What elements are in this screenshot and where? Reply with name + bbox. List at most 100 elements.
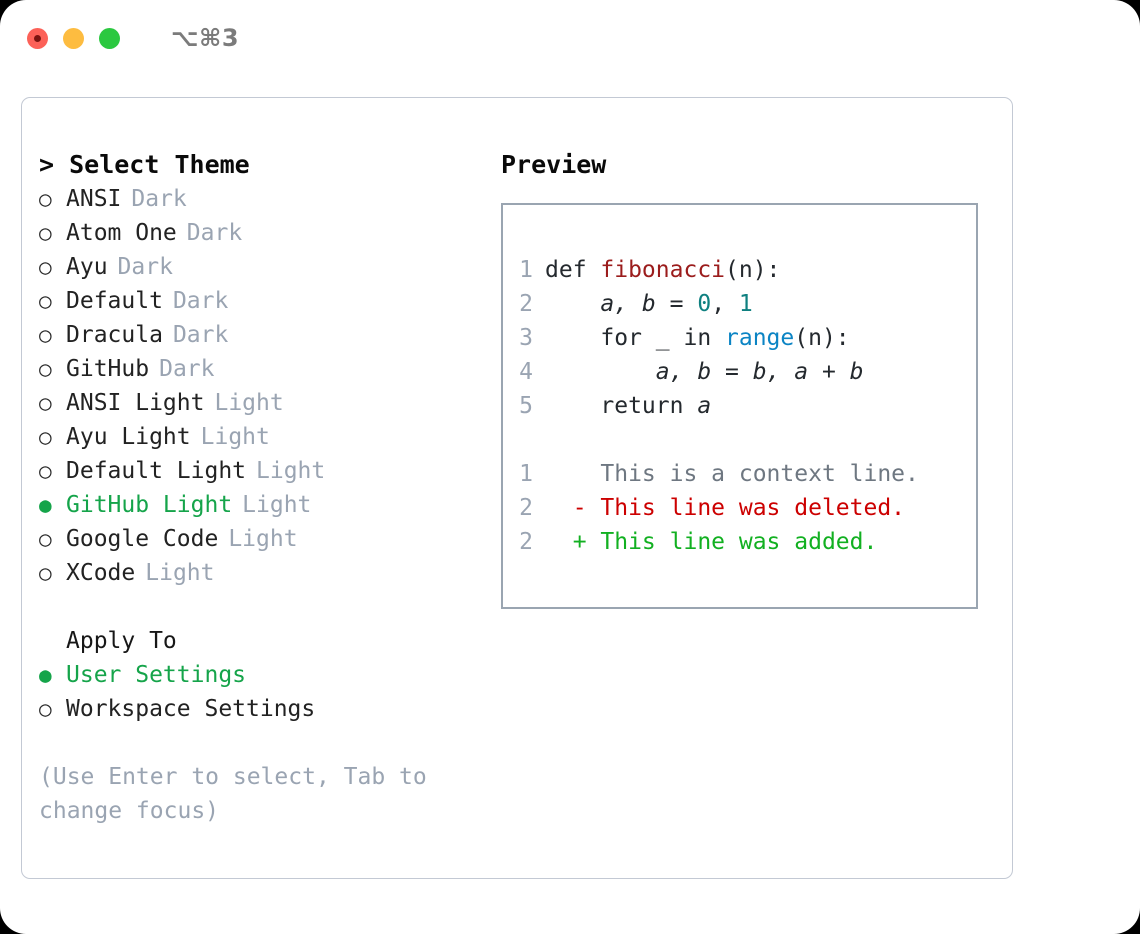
title-bar: ⌥⌘3 [0, 0, 1140, 76]
radio-unselected-icon: ○ [39, 561, 52, 585]
theme-option-label: GitHub [66, 356, 150, 382]
section-spacer [39, 590, 469, 624]
diff-line-number: 2 [519, 495, 533, 521]
radio-unselected-icon: ○ [39, 221, 52, 245]
code-token-call: range [725, 325, 795, 351]
radio-unselected-icon: ○ [39, 289, 52, 313]
radio-unselected-icon: ○ [39, 697, 52, 721]
theme-option-dracula[interactable]: ○ Dracula Dark [39, 318, 469, 352]
code-token-plain: , [711, 291, 739, 317]
code-line: 2 a, b = 0, 1 [519, 287, 919, 321]
radio-unselected-icon: ○ [39, 527, 52, 551]
theme-option-variant: Light [145, 560, 215, 586]
apply-to-option-user-settings[interactable]: ● User Settings [39, 658, 469, 692]
theme-option-variant: Light [228, 526, 298, 552]
diff-sign: - [545, 495, 587, 521]
close-button[interactable] [27, 27, 48, 49]
code-token-kw: def [545, 257, 601, 283]
code-line-number: 5 [519, 393, 533, 419]
minimize-button[interactable] [63, 27, 84, 49]
diff-line-number: 1 [519, 461, 533, 487]
theme-option-label: Default Light [66, 458, 247, 484]
keyboard-shortcut-label: ⌥⌘3 [171, 24, 240, 52]
code-token-var: b, a + b [752, 359, 864, 385]
code-token-num: 1 [738, 291, 753, 317]
code-line-number: 3 [519, 325, 533, 351]
radio-unselected-icon: ○ [39, 323, 52, 347]
theme-option-default-light[interactable]: ○ Default Light Light [39, 454, 469, 488]
theme-option-variant: Dark [186, 220, 243, 246]
theme-option-label: Ayu Light [66, 424, 191, 450]
diff-text: This line was added. [586, 529, 878, 555]
theme-option-variant: Light [242, 492, 312, 518]
apply-to-option-label: User Settings [66, 662, 247, 688]
code-token-plain: (n): [794, 325, 850, 351]
code-line: 5 return a [519, 389, 919, 423]
diff-line-add: 2 + This line was added. [519, 525, 919, 559]
theme-option-label: ANSI Light [66, 390, 205, 416]
select-theme-header: > Select Theme [39, 150, 250, 179]
theme-option-variant: Dark [172, 322, 229, 348]
apply-to-option-workspace-settings[interactable]: ○ Workspace Settings [39, 692, 469, 726]
theme-option-variant: Dark [131, 186, 187, 212]
code-token-num: 0 [697, 291, 712, 317]
apply-to-option-list: ● User Settings ○ Workspace Settings [39, 658, 469, 726]
radio-unselected-icon: ○ [39, 357, 52, 381]
theme-option-atom-one[interactable]: ○ Atom One Dark [39, 216, 469, 250]
radio-selected-icon: ● [39, 663, 52, 687]
code-token-plain: = [655, 291, 698, 317]
theme-option-label: XCode [66, 560, 136, 586]
diff-line-ctx: 1 This is a context line. [519, 457, 919, 491]
theme-option-label: Ayu [66, 254, 108, 280]
theme-option-google-code[interactable]: ○ Google Code Light [39, 522, 469, 556]
preview-title: Preview [501, 150, 607, 179]
apply-to-option-label: Workspace Settings [66, 696, 316, 722]
code-line: 4 a, b = b, a + b [519, 355, 919, 389]
code-token-var: a, b [600, 291, 656, 317]
theme-option-variant: Light [200, 424, 270, 450]
window-controls [27, 27, 120, 49]
code-line-number: 2 [519, 291, 533, 317]
code-token-var: a, b [655, 359, 712, 385]
code-token-plain: for _ in [545, 325, 726, 351]
keyboard-hint: (Use Enter to select, Tab to change focu… [39, 764, 427, 824]
radio-unselected-icon: ○ [39, 459, 52, 483]
theme-option-label: ANSI [66, 186, 122, 212]
maximize-button[interactable] [99, 27, 120, 49]
theme-option-label: Atom One [66, 220, 177, 246]
code-line-number: 4 [519, 359, 533, 385]
apply-to-header: Apply To [66, 628, 177, 654]
code-token-plain: return [545, 393, 698, 419]
diff-sign [545, 461, 587, 487]
code-token-var: a [697, 393, 712, 419]
code-line: 3 for _ in range(n): [519, 321, 919, 355]
diff-line-del: 2 - This line was deleted. [519, 491, 919, 525]
theme-option-variant: Light [214, 390, 284, 416]
radio-unselected-icon: ○ [39, 425, 52, 449]
code-token-plain [545, 359, 656, 385]
code-token-plain [545, 291, 600, 317]
code-diff-spacer [519, 423, 919, 457]
theme-option-label: Google Code [66, 526, 219, 552]
radio-selected-icon: ● [39, 493, 52, 517]
theme-option-variant: Light [256, 458, 326, 484]
code-token-plain: (n): [725, 257, 781, 283]
theme-option-xcode[interactable]: ○ XCode Light [39, 556, 469, 590]
code-line-number: 1 [519, 257, 533, 283]
theme-option-ayu-light[interactable]: ○ Ayu Light Light [39, 420, 469, 454]
theme-option-label: Dracula [66, 322, 163, 348]
radio-unselected-icon: ○ [39, 255, 52, 279]
